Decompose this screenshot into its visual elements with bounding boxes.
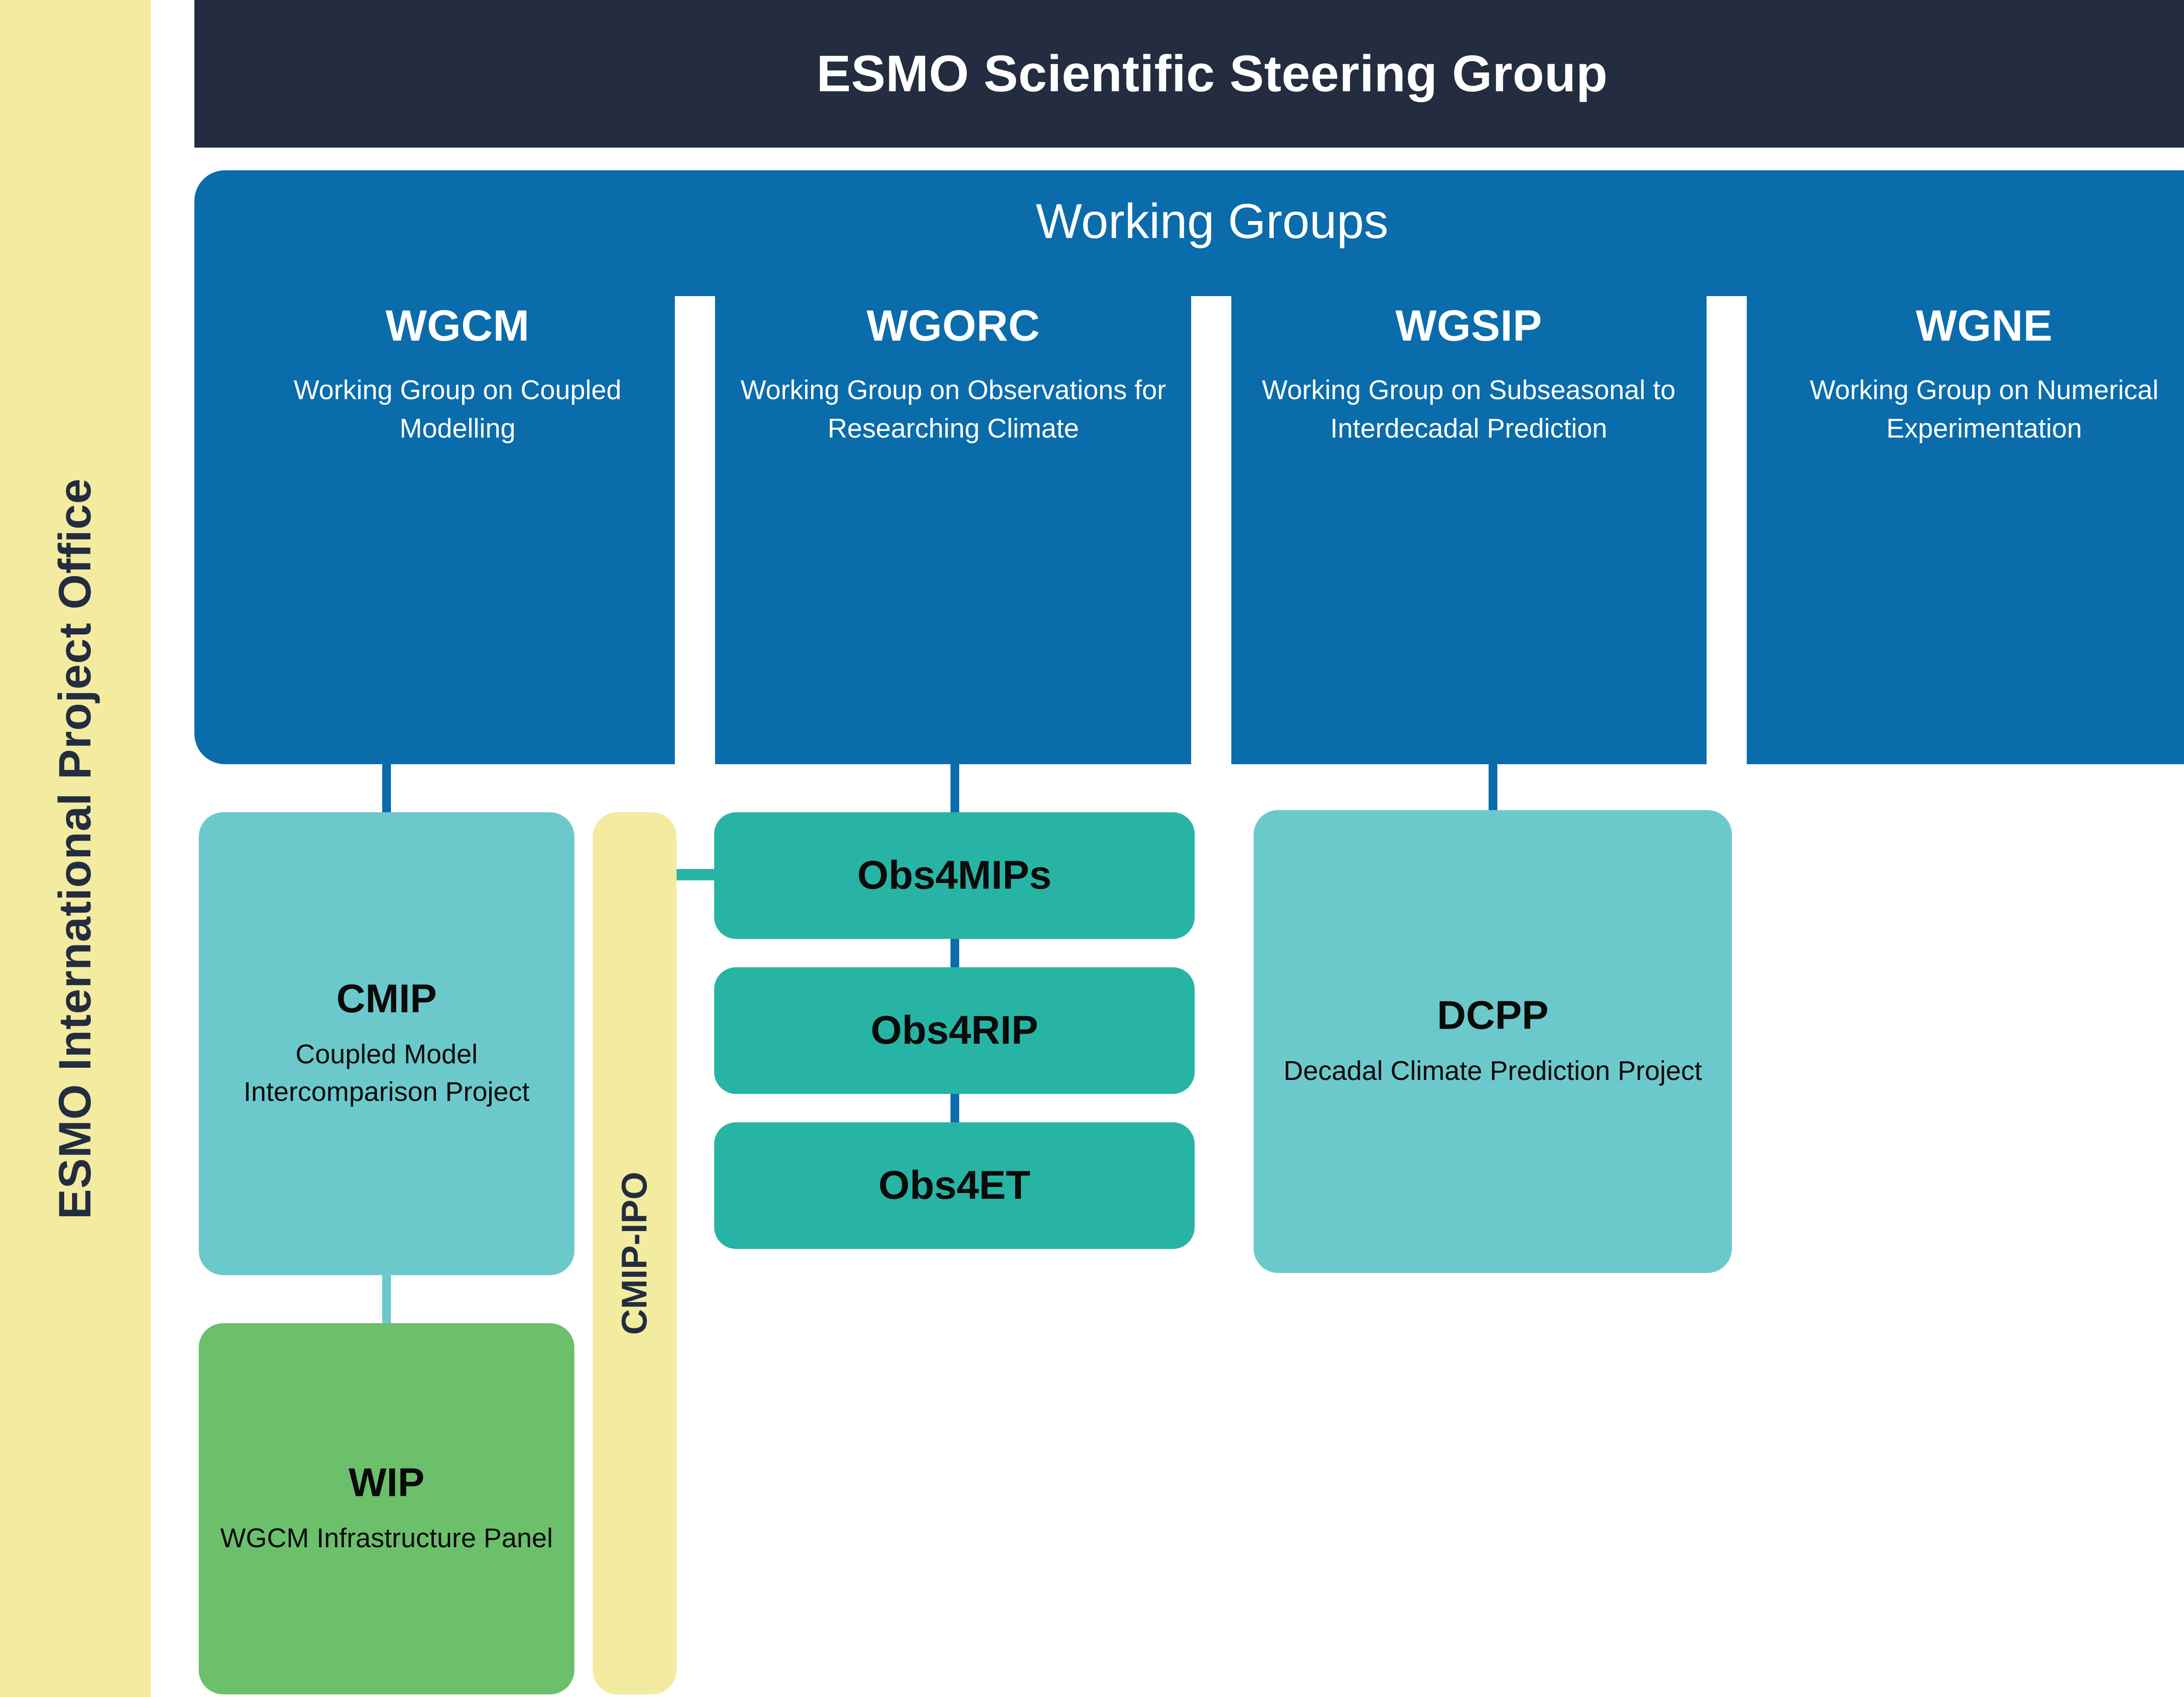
project-card-obs4et[interactable]: Obs4ET [714,1122,1195,1249]
working-groups-title: Working Groups [1036,194,1389,248]
wgorc-acronym: WGORC [867,301,1040,350]
working-group-wgsip[interactable]: WGSIP Working Group on Subseasonal to In… [1234,301,1704,764]
connector-obs4mips-to-obs4rip [950,939,959,969]
connector-cmip-ipo-to-obs4mips [675,869,716,880]
wip-title: WIP [349,1460,425,1505]
dcpp-subtitle: Decadal Climate Prediction Project [1283,1055,1702,1086]
esmo-ipo-label: ESMO International Project Office [50,478,100,1219]
connector-wgcm-to-cmip [382,764,391,813]
cmip-title: CMIP [336,976,437,1021]
project-card-obs4rip[interactable]: Obs4RIP [714,967,1195,1094]
wgcm-acronym: WGCM [385,301,530,350]
working-group-wgcm[interactable]: WGCM Working Group on Coupled Modelling [242,301,673,764]
wgne-acronym: WGNE [1915,301,2053,350]
connector-wgsip-to-dcpp [1489,764,1497,813]
cmip-ipo-bar[interactable]: CMIP-IPO [593,812,677,1694]
working-group-wgne[interactable]: WGNE Working Group on Numerical Experime… [1749,301,2184,764]
connector-wgorc-to-obs4mips [950,764,959,813]
wgsip-full-name: Working Group on Subseasonal to Interdec… [1262,375,1676,444]
ssg-header-title: ESMO Scientific Steering Group [816,45,1608,103]
working-group-wgorc[interactable]: WGORC Working Group on Observations for … [719,301,1188,764]
working-groups-panel: Working Groups WGCM Working Group on Cou… [194,170,2184,764]
obs4mips-title: Obs4MIPs [857,853,1052,898]
obs4et-title: Obs4ET [878,1163,1030,1208]
project-card-dcpp[interactable]: DCPP Decadal Climate Prediction Project [1254,810,1732,1273]
project-card-wip[interactable]: WIP WGCM Infrastructure Panel [199,1323,574,1694]
dcpp-title: DCPP [1437,993,1549,1038]
wgorc-full-name: Working Group on Observations for Resear… [740,375,1166,444]
project-card-obs4mips[interactable]: Obs4MIPs [714,812,1195,939]
wgcm-full-name: Working Group on Coupled Modelling [294,375,622,444]
connector-cmip-to-wip [382,1274,391,1325]
column-separator-2 [1191,296,1231,764]
esmo-ipo-sidebar: ESMO International Project Office [0,0,151,1697]
connector-obs4rip-to-obs4et [950,1094,959,1124]
column-separator-1 [675,296,715,764]
project-card-cmip[interactable]: CMIP Coupled Model Intercomparison Proje… [199,812,574,1275]
wgsip-acronym: WGSIP [1395,301,1542,350]
wip-subtitle: WGCM Infrastructure Panel [220,1523,553,1553]
column-separator-3 [1707,296,1747,764]
cmip-subtitle: Coupled Model Intercomparison Project [243,1039,530,1107]
wgne-full-name: Working Group on Numerical Experimentati… [1810,375,2159,444]
obs4rip-title: Obs4RIP [871,1008,1038,1053]
cmip-ipo-label: CMIP-IPO [615,1172,655,1335]
ssg-header-bar: ESMO Scientific Steering Group [194,0,2184,148]
